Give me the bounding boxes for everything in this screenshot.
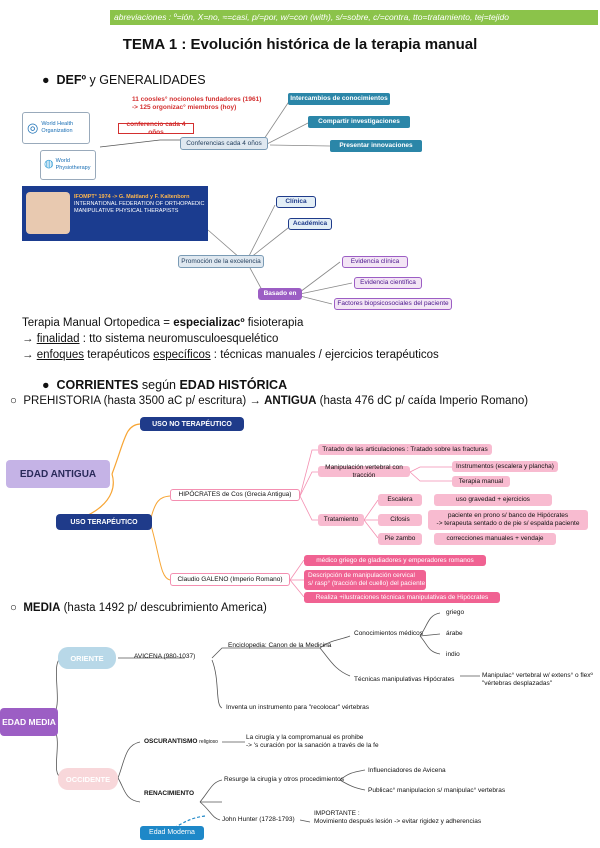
arabic-node: árabe (446, 630, 463, 637)
hunter-node: John Hunter (1728-1793) (222, 816, 295, 823)
exchange-node: Intercambios de conocimientos (288, 93, 390, 105)
surgery-prohibited-node: La cirugía y la compromanual es prohibe … (246, 734, 379, 750)
galeno-doctor-node: médico griego de gladiadores y emperador… (304, 555, 486, 566)
definition-text: Terapia Manual Ortopedica = especializac… (22, 317, 304, 329)
encyclopedia-node: Enciclopedia: Canon de la Medicina (228, 642, 332, 649)
hipocrates-node: HIPÓCRATES de Cos (Grecia Antigua) (170, 489, 300, 501)
biopsychosocial-node: Factores biopsicosociales del paciente (334, 298, 452, 310)
circle-bullet-icon: ○ (10, 395, 24, 407)
hands-image (26, 192, 70, 234)
bullet-icon: ● (42, 378, 57, 392)
prehistory-text: ○ PREHISTORIA (hasta 3500 aC p/ escritur… (10, 395, 529, 407)
based-on-node: Basado en (258, 288, 302, 300)
globe-icon: ◎ (27, 120, 39, 136)
manipulation-desc-node: Manipulac° vertebral w/ extens° o flexº … (482, 672, 593, 688)
galeno-illustrations-node: Realiza +ilustraciones técnicas manipula… (304, 592, 500, 603)
section-def-heading: ● DEFº y GENERALIDADES (42, 73, 206, 87)
share-research-node: Compartir investigaciones (308, 116, 410, 128)
knowledge-node: Conocimientos médicos (354, 630, 424, 637)
instruments-node: Instrumentos (escalera y plancha) (452, 461, 558, 472)
treatises-node: Tratado de las articulaciones : Tratado … (318, 444, 492, 455)
oscurantismo-node: OSCURANTISMO religioso (144, 738, 218, 745)
purpose-text: → finalidad : tto sistema neuromusculoes… (22, 333, 279, 345)
avicena-node: AVICENA (980-1037) (134, 653, 196, 660)
globe-icon: ◍ (44, 158, 54, 171)
clubfoot-node: Pie zambo (378, 533, 422, 545)
scientific-evidence-node: Evidencia científica (354, 277, 422, 289)
galeno-node: Claudio GALENO (Imperio Romano) (170, 573, 290, 586)
manual-therapy-node: Terapia manual (452, 476, 510, 487)
ladder-node: Escalera (378, 494, 422, 506)
ladder-desc-node: uso gravedad + ejercicios (434, 494, 552, 506)
page-title: TEMA 1 : Evolución histórica de la terap… (122, 36, 478, 53)
clinica-node: Clínica (276, 196, 316, 208)
section-currents-heading: ● CORRIENTES según EDAD HISTÓRICA (42, 378, 288, 392)
occidente-node: OCCIDENTE (58, 768, 118, 790)
conference-note: conferencio cada 4 oños (118, 121, 194, 136)
edad-antigua-root: EDAD ANTIGUA (6, 460, 110, 488)
surgery-resurges-node: Resurge la cirugía y otros procedimiento… (224, 776, 344, 783)
influencers-node: Influenciadores de Avicena (368, 767, 446, 774)
ifompt-banner: IFOMPT° 1974 -> G. Maitland y F. Kaltenb… (22, 186, 208, 241)
important-note: IMPORTANTE : Movimiento después lesión -… (314, 810, 482, 826)
clinical-evidence-node: Evidencia clínica (342, 256, 408, 268)
publications-node: Publicac° manipulacion s/ manipulac° ver… (368, 787, 506, 794)
greek-node: griego (446, 609, 465, 616)
non-therapeutic-node: USO NO TERAPÉUTICO (140, 417, 244, 431)
manipulation-node: Manipulación vertebral con tracción (318, 464, 410, 479)
instrument-node: Inventa un instrumento para "recolocar" … (226, 704, 369, 711)
media-text: ○ MEDIA (hasta 1492 p/ descubrimiento Am… (10, 602, 267, 614)
techniques-node: Técnicas manipulativas Hipócrates (354, 676, 455, 683)
renacimiento-node: RENACIMIENTO (144, 790, 195, 797)
treatment-node: Tratamiento (318, 514, 364, 526)
who-logo: ◎World Health Organization (22, 112, 90, 144)
circle-bullet-icon: ○ (10, 602, 24, 614)
conferences-node: Conferencias cada 4 oños (180, 137, 268, 150)
promotion-node: Promoción de la excelencia (178, 255, 264, 268)
founders-note: 11 coosles° nocionoles fundadores (1961)… (132, 96, 262, 112)
therapeutic-node: USO TERAPÉUTICO (56, 514, 152, 530)
kyphosis-node: Cifosis (378, 514, 422, 526)
edad-media-root: EDAD MEDIA (0, 708, 58, 736)
clubfoot-desc-node: correcciones manuales + vendaje (434, 533, 556, 545)
approaches-text: → enfoques terapéuticos específicos : té… (22, 349, 439, 361)
bullet-icon: ● (42, 73, 57, 87)
abbreviations-bar: abreviaciones : º=ión, X=no, ≈=casi, p/=… (110, 10, 598, 25)
oriente-node: ORIENTE (58, 647, 116, 669)
edad-moderna-node: Edad Moderna (140, 826, 204, 840)
world-physiotherapy-logo: ◍World Physiotherapy (40, 150, 96, 180)
indian-node: indio (446, 651, 460, 658)
academica-node: Académica (288, 218, 332, 230)
present-innovations-node: Presentar innovaciones (330, 140, 422, 152)
kyphosis-desc-node: paciente en prono s/ banco de Hipócrates… (428, 510, 588, 530)
